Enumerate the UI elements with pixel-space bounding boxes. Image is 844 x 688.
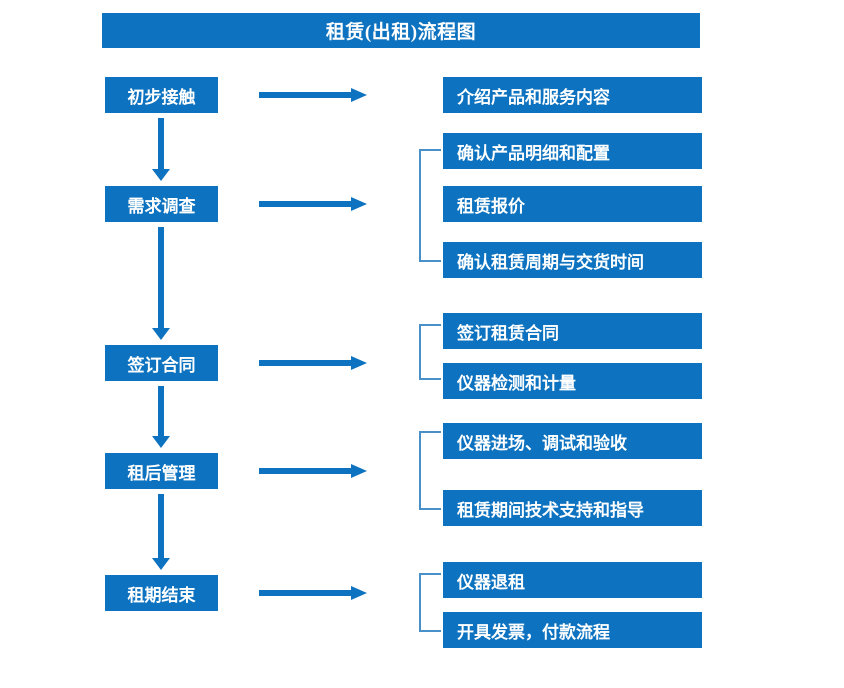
detail-box-5-1[interactable]: 仪器退租 (443, 562, 702, 598)
detail-box-2-3[interactable]: 确认租赁周期与交货时间 (443, 242, 702, 278)
stage-box-2[interactable]: 需求调查 (105, 186, 218, 222)
horizontal-arrow-2 (259, 197, 369, 211)
stage-box-3[interactable]: 签订合同 (105, 345, 218, 381)
detail-box-4-2[interactable]: 租赁期间技术支持和指导 (443, 490, 702, 526)
detail-box-5-2[interactable]: 开具发票，付款流程 (443, 612, 702, 648)
detail-box-3-1[interactable]: 签订租赁合同 (443, 313, 702, 349)
vertical-arrow-3 (152, 386, 170, 448)
horizontal-arrow-5 (259, 586, 369, 600)
vertical-arrow-4 (152, 494, 170, 570)
horizontal-arrow-1 (259, 88, 369, 102)
horizontal-arrow-4 (259, 464, 369, 478)
detail-box-4-1[interactable]: 仪器进场、调试和验收 (443, 423, 702, 459)
group-bracket-2 (419, 149, 441, 262)
group-bracket-3 (419, 324, 441, 380)
detail-box-2-1[interactable]: 确认产品明细和配置 (443, 133, 702, 169)
stage-box-4[interactable]: 租后管理 (105, 453, 218, 489)
horizontal-arrow-3 (259, 356, 369, 370)
group-bracket-5 (419, 573, 441, 632)
group-bracket-4 (419, 431, 441, 510)
detail-box-1-1[interactable]: 介绍产品和服务内容 (443, 77, 702, 113)
vertical-arrow-2 (152, 227, 170, 340)
page-title: 租赁(出租)流程图 (102, 13, 700, 48)
detail-box-2-2[interactable]: 租赁报价 (443, 186, 702, 222)
vertical-arrow-1 (152, 118, 170, 181)
stage-box-1[interactable]: 初步接触 (105, 77, 218, 113)
detail-box-3-2[interactable]: 仪器检测和计量 (443, 363, 702, 399)
stage-box-5[interactable]: 租期结束 (105, 575, 218, 611)
